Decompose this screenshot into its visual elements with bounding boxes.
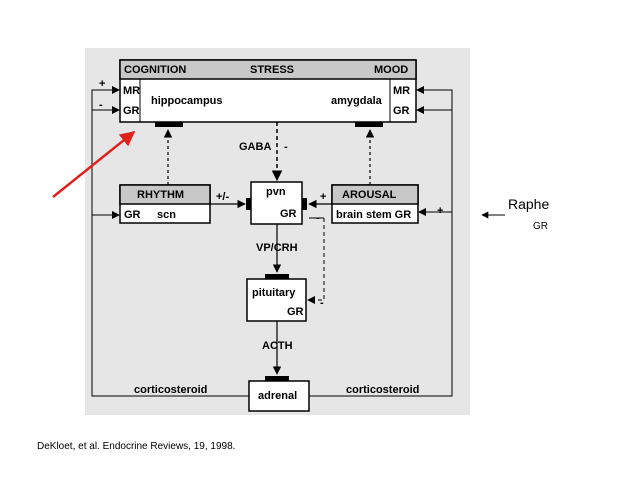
pituitary-gr: GR (287, 306, 304, 318)
pvn-title: pvn (266, 186, 286, 198)
raphe-label: Raphe (508, 196, 550, 212)
top-left-minus: - (99, 99, 103, 111)
pituitary-minus: - (320, 297, 324, 309)
top-left-plus: + (99, 78, 106, 90)
top-box (119, 59, 417, 123)
arousal-region: brain stem GR (336, 209, 412, 221)
rhythm-gr: GR (124, 209, 141, 221)
right-feedback-arrow-arousal (418, 208, 426, 216)
citation: DeKloet, et al. Endocrine Reviews, 19, 1… (37, 441, 236, 452)
left-feedback-arrow-rhythm (112, 211, 120, 219)
left-feedback-line (91, 89, 249, 397)
amygdala-label: amygdala (331, 95, 382, 107)
rhythm-sign: +/- (216, 191, 230, 203)
right-feedback-arrow-gr (416, 106, 424, 114)
top-left-gr: GR (123, 105, 140, 117)
left-feedback-arrow-mr (112, 86, 120, 94)
left-feedback-arrow-gr (112, 106, 120, 114)
pituitary-feedback-arrow (307, 296, 315, 304)
top-header-stress: STRESS (250, 64, 295, 76)
rhythm-scn: scn (157, 209, 176, 221)
corticosteroid-left: corticosteroid (134, 384, 208, 396)
arousal-minus: - (316, 212, 320, 224)
pituitary-box (246, 274, 307, 322)
pvn-box (246, 181, 307, 225)
arousal-plus: + (320, 191, 327, 203)
pituitary-title: pituitary (252, 287, 296, 299)
top-right-gr: GR (393, 105, 410, 117)
top-header-cognition: COGNITION (124, 64, 187, 76)
corticosteroid-right: corticosteroid (346, 384, 420, 396)
pvn-gr: GR (280, 208, 297, 220)
rhythm-title: RHYTHM (137, 189, 185, 201)
acth-label: ACTH (262, 340, 293, 352)
pituitary-feedback-dashed (310, 218, 325, 301)
vp-crh-label: VP/CRH (256, 242, 298, 254)
adrenal-title: adrenal (258, 390, 298, 402)
amygdala-receptor-bar (355, 122, 383, 127)
top-left-mr: MR (123, 85, 141, 97)
right-plus: + (437, 205, 444, 217)
red-pointer-arrow (52, 131, 136, 198)
rhythm-box (119, 184, 211, 224)
right-feedback-line (309, 89, 453, 397)
arousal-box (331, 184, 419, 224)
right-feedback-arrow-mr (416, 86, 424, 94)
arousal-title: AROUSAL (342, 189, 397, 201)
hippocampus-label: hippocampus (151, 95, 223, 107)
top-right-mr: MR (393, 85, 411, 97)
gaba-sign: - (284, 141, 288, 153)
adrenal-box (248, 376, 310, 412)
hippocampus-receptor-bar (155, 122, 183, 127)
top-header-mood: MOOD (374, 64, 409, 76)
raphe-gr: GR (533, 221, 548, 232)
gaba-label: GABA (239, 141, 272, 153)
